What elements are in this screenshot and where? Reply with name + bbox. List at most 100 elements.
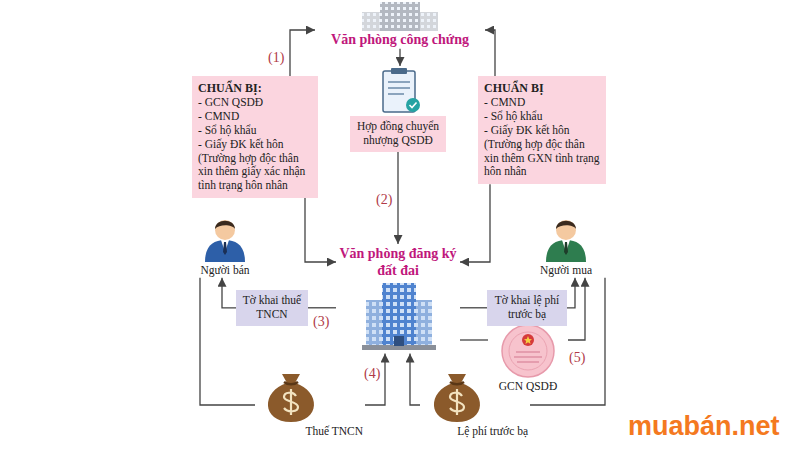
node-text: - Giấy ĐK kết hôn (484, 124, 600, 138)
certificate-icon (516, 351, 540, 352)
node-text: Tờ khai thuế TNCN (240, 294, 304, 322)
connector (460, 307, 487, 308)
prep-box: CHUẨN BỊ:- GCN QSDĐ- CMND- Sổ hộ khẩu- G… (192, 76, 318, 198)
node-text: - CMND (484, 96, 600, 110)
certificate-icon (517, 361, 539, 362)
declaration-box: Tờ khai thuế TNCN (236, 290, 308, 326)
person-icon (205, 220, 245, 262)
connector (397, 152, 398, 244)
money-bag-icon (268, 374, 314, 422)
declaration-box: Tờ khai lệ phí trước bạ (487, 290, 567, 326)
connector (460, 339, 488, 340)
certificate-icon (502, 325, 554, 377)
connector (567, 278, 575, 308)
office-building-icon (366, 300, 384, 346)
node-text: Hợp đồng chuyển nhượng QSDĐ (350, 116, 446, 152)
person-icon (546, 240, 586, 262)
connector (410, 354, 420, 405)
node-text: Lệ phí trước bạ (420, 425, 528, 439)
node-text: Thuế TNCN (255, 425, 363, 439)
money-bag-icon (450, 389, 464, 415)
callout-number: (4) (364, 366, 380, 381)
watermark: muabán.net (628, 412, 780, 442)
buyer: Người mua (520, 218, 612, 278)
connector (305, 198, 336, 262)
person-icon (215, 220, 235, 240)
person-icon (223, 242, 227, 255)
money-bag: Thuế TNCN (255, 370, 365, 439)
prep-box: CHUẨN BỊ- CMND- Sổ hộ khẩu- Giấy ĐK kết … (478, 76, 606, 184)
office-building-icon (366, 300, 384, 346)
office-building-icon (418, 12, 438, 31)
contract-icon (388, 87, 410, 89)
contract-icon (383, 68, 420, 112)
person-icon (556, 220, 576, 240)
notary-office: Văn phòng công chứng (315, 2, 485, 49)
office-building-icon (362, 12, 382, 31)
callout-number: (3) (313, 314, 329, 329)
seller: Người bán (190, 218, 260, 278)
connector (222, 278, 236, 308)
office-building-icon (394, 336, 404, 346)
connector (485, 30, 495, 76)
contract-icon (406, 98, 420, 112)
connector (308, 307, 336, 308)
node-text: Người mua (520, 264, 612, 278)
node-text: CHUẨN BỊ (484, 81, 600, 95)
money-bag-icon (450, 382, 464, 384)
contract-icon (388, 93, 404, 95)
office-building-icon (414, 300, 432, 346)
money-bag-icon (434, 374, 480, 422)
node-text: - Giấy ĐK kết hôn (198, 138, 312, 152)
office-building-icon (362, 2, 438, 31)
office-building-icon (418, 12, 438, 31)
connector (460, 184, 490, 262)
office-building-icon (382, 283, 416, 346)
node-text: - CMND (198, 110, 312, 124)
callout-number: (5) (569, 350, 585, 365)
person-icon (205, 240, 245, 262)
node-text: Người bán (190, 264, 260, 278)
certificate-icon (522, 334, 534, 346)
node-text: - Sổ hộ khẩu (198, 124, 312, 138)
money-bag-icon (268, 374, 314, 422)
contract-icon (391, 68, 407, 74)
office-building-icon (382, 283, 416, 346)
certificate: GCN QSDĐ (488, 322, 568, 394)
node-text: Văn phòng đăng ký đất đai (336, 246, 460, 280)
money-bag-icon (284, 389, 298, 415)
node-text: Văn phòng công chứng (315, 32, 485, 49)
contract-icon (410, 103, 417, 108)
office-building-icon (414, 300, 432, 346)
connector (290, 30, 315, 76)
money-bag-icon (284, 382, 298, 384)
node-text: (Trường hợp độc thân xin thêm GXN tình t… (484, 138, 600, 179)
node-text: GCN QSDĐ (488, 380, 568, 394)
office-building-icon (380, 2, 420, 31)
office-building-icon (380, 2, 420, 31)
money-bag: Lệ phí trước bạ (420, 370, 530, 439)
money-bag-icon (434, 374, 480, 422)
office-building-icon (362, 283, 436, 350)
node-text: - Sổ hộ khẩu (484, 110, 600, 124)
land-office: Văn phòng đăng ký đất đai (336, 244, 460, 354)
certificate-icon (502, 325, 554, 377)
certificate-icon (524, 336, 532, 344)
person-icon (215, 221, 235, 229)
node-text: (Trường hợp độc thân xin thêm giấy xác n… (198, 152, 312, 193)
person-icon (546, 220, 586, 262)
certificate-icon (514, 356, 542, 357)
node-text: CHUẨN BỊ: (198, 81, 312, 95)
person-icon (564, 242, 568, 255)
callout-number: (2) (376, 192, 392, 207)
contract-icon (388, 81, 410, 83)
certificate-icon (509, 332, 547, 370)
callout-number: (1) (268, 50, 284, 65)
contract-box: Hợp đồng chuyển nhượng QSDĐ (350, 66, 446, 152)
node-text: Tờ khai lệ phí trước bạ (491, 294, 563, 322)
